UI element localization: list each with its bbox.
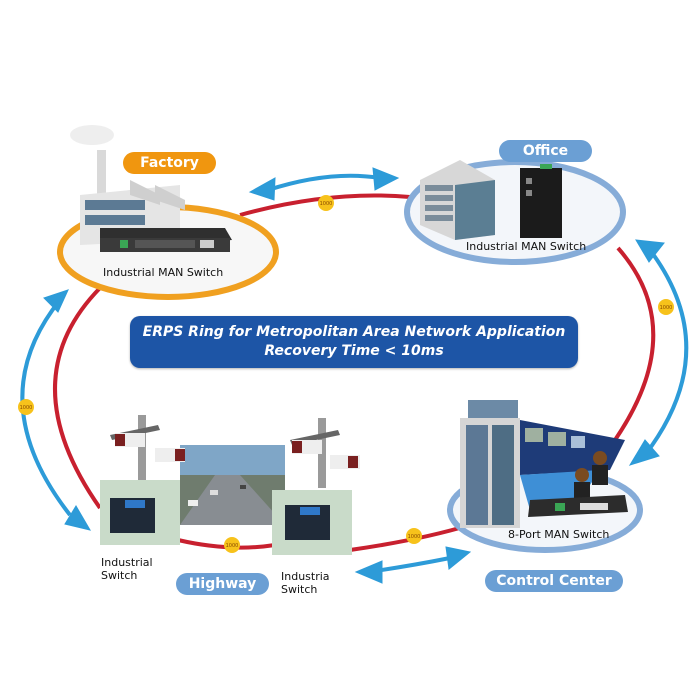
arrow-factory-office — [248, 167, 400, 201]
operators-icon — [574, 451, 608, 500]
factory-icon — [70, 125, 185, 245]
ring-link-office-control — [613, 246, 656, 442]
office-switch-icon — [520, 164, 562, 238]
factory-switch-icon — [100, 228, 232, 252]
arrow-office-control — [628, 239, 689, 466]
highway-left-device-caption: Industrial Switch — [101, 556, 153, 582]
speed-badge-highway: 1000 — [224, 537, 240, 553]
svg-text:1000: 1000 — [226, 543, 239, 549]
highway-right-device-caption: Industria Switch — [281, 570, 330, 596]
highway-label: Highway — [176, 573, 269, 595]
arrow-highway-control — [354, 546, 472, 584]
svg-text:1000: 1000 — [20, 405, 33, 411]
banner-subtitle: Recovery Time < 10ms — [264, 343, 444, 359]
svg-text:1000: 1000 — [320, 201, 333, 207]
factory-label: Factory — [123, 152, 216, 174]
banner-title: ERPS Ring for Metropolitan Area Network … — [142, 324, 566, 340]
control-device-caption: 8-Port MAN Switch — [508, 528, 610, 541]
highway-left-caption-line2: Switch — [101, 569, 138, 582]
office-building-icon — [420, 160, 495, 240]
highway-cabinet-right — [272, 418, 360, 555]
ring-link-highway-factory — [53, 286, 102, 510]
office-device-caption: Industrial MAN Switch — [466, 240, 587, 253]
control-switch-icon — [528, 495, 628, 517]
control-tower-icon — [460, 400, 520, 528]
control-center-label: Control Center — [485, 570, 623, 592]
highway-right-caption-line2: Switch — [281, 583, 318, 596]
highway-photo — [180, 445, 285, 525]
factory-device-caption: Industrial MAN Switch — [103, 266, 224, 279]
speed-badge-office-control: 1000 — [658, 299, 674, 315]
speed-badge-control-highway: 1000 — [406, 528, 422, 544]
office-label: Office — [499, 140, 592, 162]
highway-left-caption-line1: Industrial — [101, 556, 153, 569]
highway-cabinet-left — [100, 415, 185, 545]
svg-text:1000: 1000 — [408, 534, 421, 540]
speed-badge-highway-factory: 1000 — [18, 399, 34, 415]
highway-right-caption-line1: Industria — [281, 570, 330, 583]
title-banner: ERPS Ring for Metropolitan Area Network … — [130, 316, 578, 368]
svg-text:1000: 1000 — [660, 305, 673, 311]
speed-badge-factory-office: 1000 — [318, 195, 334, 211]
